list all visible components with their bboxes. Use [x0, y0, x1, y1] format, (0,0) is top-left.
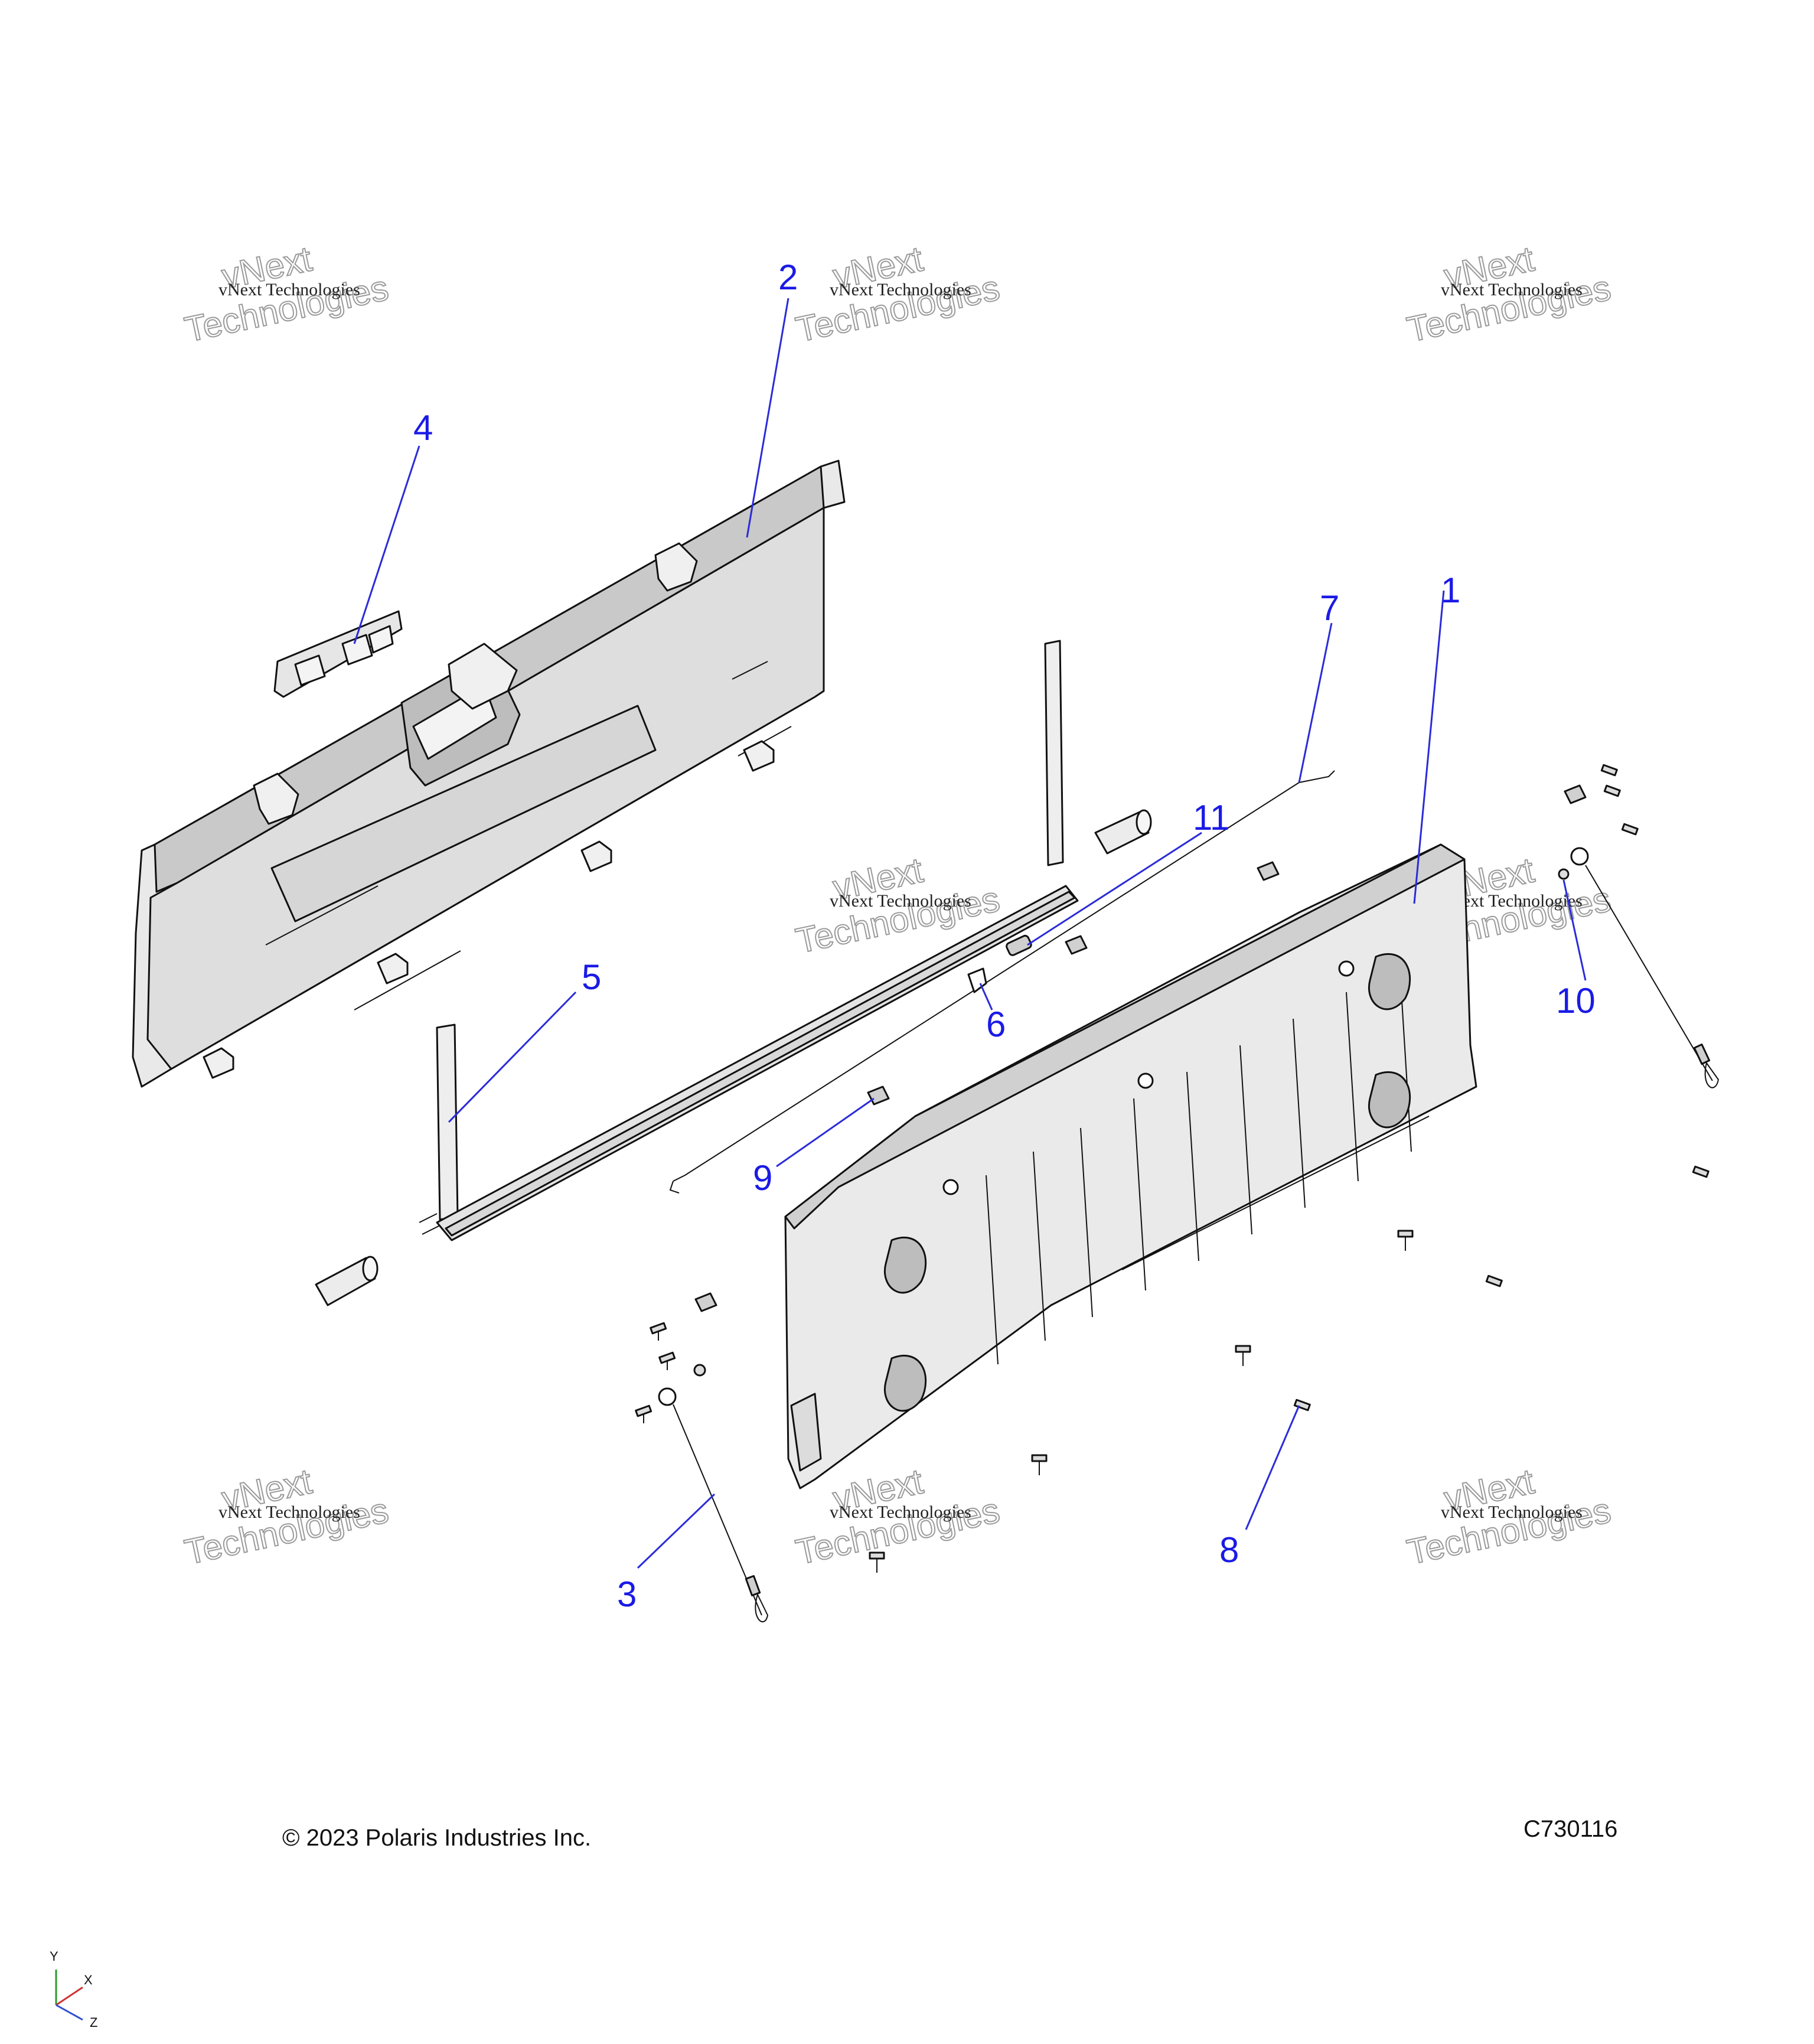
watermark-small: vNext Technologies — [1441, 1502, 1583, 1522]
watermark-bottom-right: vNext Technologies vNext Technologies — [1403, 1461, 1615, 1572]
watermark-top-left: vNext Technologies vNext Technologies — [181, 238, 393, 350]
leader-lines — [353, 298, 1587, 1569]
leader-5 — [448, 991, 577, 1123]
watermark-small: vNext Technologies — [830, 891, 971, 911]
watermark-bottom-left: vNext Technologies vNext Technologies — [181, 1461, 393, 1572]
leader-9 — [776, 1097, 875, 1168]
rod-bushing-upper — [1094, 809, 1152, 855]
leader-2 — [746, 298, 789, 538]
callout-5: 5 — [582, 957, 601, 997]
screw-set — [635, 764, 1709, 1573]
watermark-small: vNext Technologies — [830, 280, 971, 299]
callout-1: 1 — [1441, 571, 1460, 610]
callout-11: 11 — [1193, 798, 1229, 837]
rod-bushing-lower — [315, 1256, 379, 1306]
callout-6: 6 — [986, 1005, 1006, 1044]
support-rod-assembly — [419, 640, 1079, 1241]
callout-8: 8 — [1219, 1530, 1239, 1570]
leader-4 — [353, 445, 420, 644]
watermark-small: vNext Technologies — [1441, 280, 1583, 299]
inner-tailgate-panel — [132, 459, 846, 1088]
callout-3: 3 — [617, 1574, 637, 1614]
figure-code: C730116 — [1523, 1816, 1617, 1842]
axis-z-label: Z — [90, 2015, 97, 2030]
leader-11 — [1027, 832, 1202, 946]
tether-cable-left — [658, 1387, 769, 1622]
callout-4: 4 — [413, 408, 433, 448]
axis-x-label: X — [84, 1973, 93, 1987]
watermark-small: vNext Technologies — [830, 1502, 971, 1522]
watermark-top-right: vNext Technologies vNext Technologies — [1403, 238, 1615, 350]
axis-y-label: Y — [50, 1949, 58, 1964]
leader-6 — [979, 983, 993, 1010]
handle-bracket — [273, 610, 403, 698]
leader-7 — [1298, 622, 1333, 783]
axis-triad-icon: Y X Z — [50, 1949, 97, 2030]
callout-2: 2 — [778, 257, 798, 297]
rod-spring — [1006, 934, 1032, 956]
cage-nut — [694, 784, 1587, 1312]
outer-tailgate-panel — [784, 843, 1477, 1489]
watermark-small: vNext Technologies — [218, 280, 360, 299]
watermark-small: vNext Technologies — [218, 1502, 360, 1522]
leader-1 — [1413, 590, 1445, 904]
callout-7: 7 — [1320, 588, 1339, 628]
tether-cable-right — [1570, 847, 1720, 1088]
callouts: 1 2 3 4 5 6 7 8 9 10 11 — [413, 257, 1596, 1614]
callout-9: 9 — [753, 1158, 772, 1198]
leader-10 — [1562, 879, 1587, 981]
leader-3 — [637, 1493, 716, 1569]
copyright-text: © 2023 Polaris Industries Inc. — [282, 1825, 591, 1851]
leader-8 — [1245, 1405, 1300, 1530]
watermark-top-center: vNext Technologies vNext Technologies — [792, 238, 1004, 350]
callout-10: 10 — [1556, 981, 1596, 1021]
